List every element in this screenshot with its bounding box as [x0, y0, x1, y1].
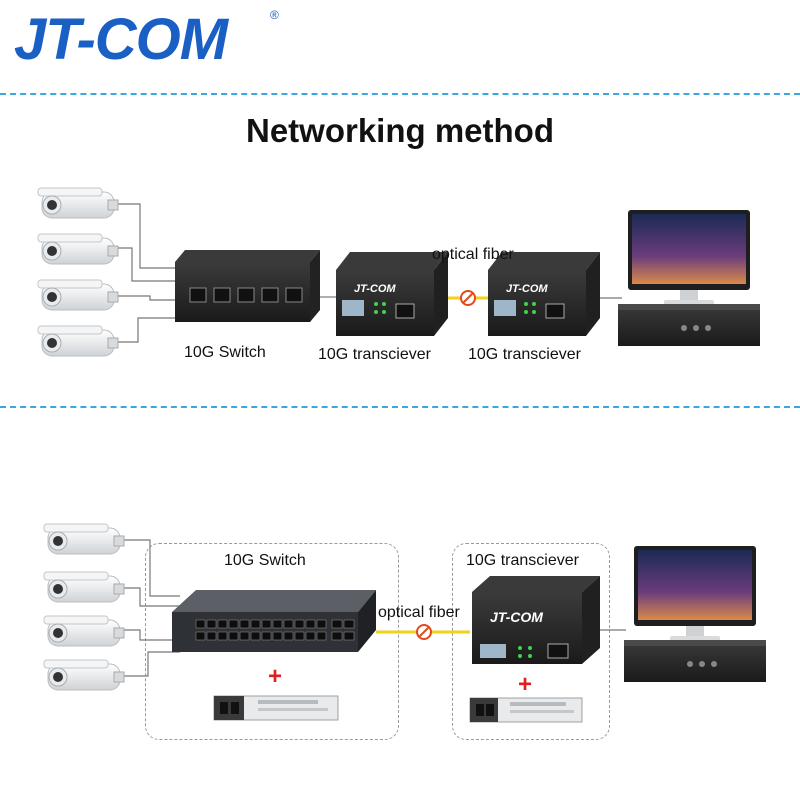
fiber-bottom-label: optical fiber: [378, 604, 460, 621]
transceiver-right-icon: JT-COM: [488, 252, 600, 336]
transceiver-brand: JT-COM: [354, 283, 396, 295]
switch-group-label: 10G Switch: [224, 552, 306, 569]
transceiver-left-icon: JT-COM: [336, 252, 448, 336]
transceiver-bottom-icon: JT-COM: [472, 576, 600, 664]
camera-icon: [43, 659, 125, 691]
fiber-top-label: optical fiber: [432, 246, 514, 263]
separator-middle: [0, 406, 800, 408]
sfp-module-icon: [213, 695, 339, 721]
transceiver-right-label: 10G transciever: [468, 346, 581, 363]
monitor-nvr-bottom-icon: [624, 546, 766, 682]
transceiver-brand: JT-COM: [506, 283, 548, 295]
camera-icon: [43, 523, 125, 555]
brand-logo: JT-COM: [14, 7, 228, 72]
camera-icon: [37, 325, 119, 357]
transceiver-group-box: [452, 543, 610, 740]
switch-top-icon: [175, 250, 320, 322]
camera-links-top: [115, 203, 178, 343]
separator-top: [0, 93, 800, 95]
transceiver-brand: JT-COM: [490, 609, 543, 625]
camera-icon: [37, 233, 119, 265]
camera-icon: [43, 615, 125, 647]
camera-links-bottom: [120, 539, 180, 677]
fiber-break-icon: [416, 624, 432, 640]
switch-top-label: 10G Switch: [184, 344, 266, 361]
camera-icon: [43, 571, 125, 603]
page-title: Networking method: [245, 112, 554, 149]
camera-icon: [37, 187, 119, 219]
plus-icon: +: [518, 671, 532, 698]
sfp-module-icon: [469, 697, 583, 723]
rack-switch-icon: [172, 590, 376, 652]
transceiver-left-label: 10G transciever: [318, 346, 431, 363]
transceiver-group-label: 10G transciever: [466, 552, 579, 569]
plus-icon: +: [268, 663, 282, 690]
switch-group-box: [145, 543, 399, 740]
registered-mark: ®: [270, 8, 279, 22]
monitor-nvr-top-icon: [618, 210, 760, 346]
fiber-break-icon: [460, 290, 476, 306]
camera-icon: [37, 279, 119, 311]
